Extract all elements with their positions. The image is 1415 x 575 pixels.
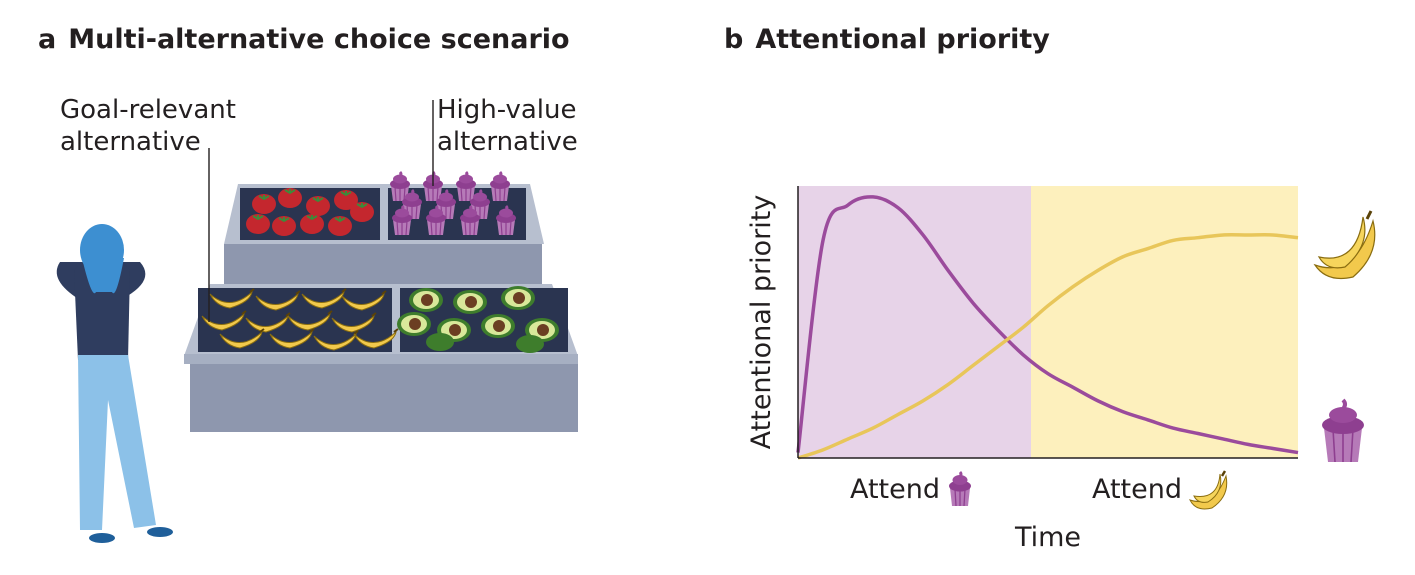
cupcake-priority-line <box>796 195 1299 455</box>
panel-b-title: b Attentional priority <box>724 24 1050 55</box>
cupcake-series-end-icon <box>1322 398 1364 463</box>
panel-b-title-text: Attentional priority <box>755 24 1050 55</box>
person-figure <box>56 224 173 543</box>
y-axis-label: Attentional priority <box>746 195 777 450</box>
attend-cupcake-label: Attend <box>850 474 940 505</box>
banana-series-end-icon <box>1313 210 1376 280</box>
market-stall-illustration <box>56 100 578 543</box>
panel-a-title-text: Multi-alternative choice scenario <box>68 24 570 55</box>
attend-banana-phase-background <box>1031 186 1298 458</box>
high-value-callout: High-value alternative <box>437 94 578 158</box>
attend-cupcake-icon <box>949 470 971 507</box>
panel-a-title: a Multi-alternative choice scenario <box>38 24 570 55</box>
attend-banana-label: Attend <box>1092 474 1182 505</box>
high-callout-line1: High-value <box>437 95 577 125</box>
high-callout-line2: alternative <box>437 127 578 157</box>
goal-relevant-callout: Goal-relevant alternative <box>60 94 236 158</box>
x-axis-label: Time <box>1014 522 1081 553</box>
goal-callout-line1: Goal-relevant <box>60 95 236 125</box>
goal-callout-line2: alternative <box>60 127 201 157</box>
banana-priority-line <box>797 233 1299 460</box>
avocado-crate <box>397 286 559 353</box>
panel-b-letter: b <box>724 24 744 55</box>
attend-banana-icon <box>1189 470 1228 510</box>
panel-a-letter: a <box>38 24 57 55</box>
